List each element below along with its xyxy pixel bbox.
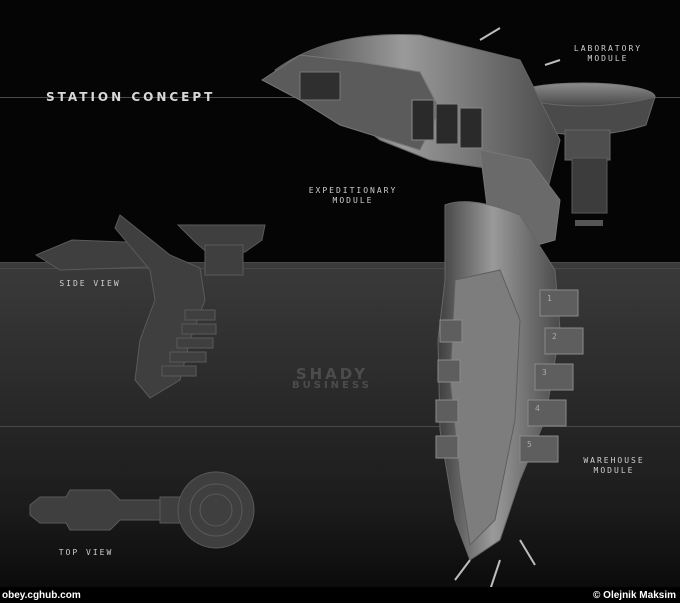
watermark-line1: SHADY bbox=[295, 365, 368, 383]
laboratory-label-line2: MODULE bbox=[587, 54, 629, 63]
side-view-label: SIDE VIEW bbox=[59, 279, 121, 288]
top-view-label: TOP VIEW bbox=[58, 548, 114, 557]
warehouse-label-line1: WAREHOUSE bbox=[583, 456, 645, 465]
watermark-line2: BUSINESS bbox=[292, 380, 372, 391]
footer-website: obey.cghub.com bbox=[2, 590, 81, 601]
band-rule-top bbox=[0, 262, 680, 263]
station-concept-title: STATION CONCEPT bbox=[46, 90, 216, 104]
pod-number-4: 4 bbox=[535, 404, 540, 413]
expeditionary-module-label: EXPEDITIONARY MODULE bbox=[298, 186, 408, 206]
expeditionary-label-line1: EXPEDITIONARY bbox=[308, 186, 398, 195]
pod-number-3: 3 bbox=[542, 368, 547, 377]
top-view-silhouette bbox=[29, 471, 255, 549]
expeditionary-label-line2: MODULE bbox=[332, 196, 374, 205]
footer-copyright: © Olejnik Maksim bbox=[593, 590, 676, 601]
laboratory-label-line1: LABORATORY bbox=[573, 44, 643, 53]
pod-number-5: 5 bbox=[527, 440, 532, 449]
band-rule-lower bbox=[0, 426, 680, 427]
pod-number-2: 2 bbox=[552, 332, 557, 341]
pod-number-1: 1 bbox=[547, 294, 552, 303]
footer-bar bbox=[0, 587, 680, 603]
warehouse-module-label: WAREHOUSE MODULE bbox=[568, 456, 660, 476]
gray-gradient-band bbox=[0, 262, 680, 592]
warehouse-label-line2: MODULE bbox=[593, 466, 635, 475]
laboratory-module-label: LABORATORY MODULE bbox=[560, 44, 656, 64]
shady-business-watermark: SHADY BUSINESS bbox=[292, 365, 372, 392]
space-station-render bbox=[261, 27, 656, 591]
band-rule-upper bbox=[0, 268, 680, 269]
side-view-silhouette bbox=[34, 214, 266, 399]
